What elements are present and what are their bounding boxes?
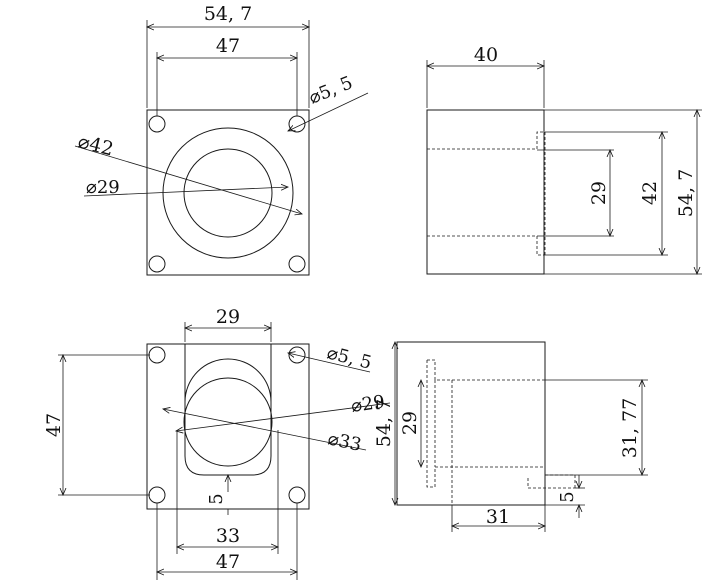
- dim-depth: 31: [486, 506, 510, 528]
- bolt-hole: [288, 255, 306, 273]
- bottom-right-view: 54, 7 29 31, 77 5 31: [373, 342, 648, 532]
- dim-inner: 29: [588, 181, 610, 205]
- bolt-hole: [148, 486, 166, 504]
- bore-profile: [184, 358, 272, 476]
- bottom-left-view: 29 ⌀5, 5 ⌀29 ⌀33 47 5 33 47: [43, 306, 391, 580]
- dim-outer-dia: ⌀33: [326, 428, 363, 456]
- bore-circle: [183, 377, 273, 467]
- dim-depth: 40: [474, 44, 498, 66]
- dim-offset: 5: [557, 491, 578, 502]
- dim-hole-dia: ⌀5, 5: [306, 72, 356, 108]
- dim-slot-width: 29: [216, 306, 240, 328]
- dim-bore: 31, 77: [619, 398, 641, 458]
- bolt-hole: [288, 486, 306, 504]
- dim-inner: 29: [399, 411, 421, 435]
- side-outline: [426, 109, 545, 275]
- dim-offset: 5: [206, 493, 227, 504]
- flange-outline: [146, 109, 310, 276]
- dim-height: 54, 7: [373, 399, 395, 447]
- dim-outer-dia: ⌀42: [76, 131, 116, 161]
- dim-bolt-spacing-v: 47: [43, 413, 65, 437]
- dim-bolt-spacing: 47: [216, 35, 240, 57]
- dim-hole-dia: ⌀5, 5: [325, 342, 374, 373]
- outer-circle: [162, 127, 294, 259]
- dim-slot-bottom: 33: [216, 525, 240, 547]
- inner-circle: [183, 148, 273, 238]
- bolt-hole: [148, 255, 166, 273]
- bolt-hole: [148, 115, 166, 133]
- top-right-view: 40 29 42 54, 7: [427, 44, 702, 274]
- dim-inner-dia: ⌀29: [86, 177, 120, 198]
- dim-bolt-spacing-h: 47: [216, 551, 240, 573]
- dim-height: 54, 7: [675, 169, 697, 217]
- dim-overall-width: 54, 7: [204, 3, 252, 25]
- dim-inner-dia: ⌀29: [350, 391, 386, 416]
- top-left-view: 54, 7 47 ⌀5, 5 ⌀42 ⌀29: [74, 3, 369, 276]
- bolt-hole: [148, 346, 166, 364]
- dim-middle: 42: [639, 181, 661, 205]
